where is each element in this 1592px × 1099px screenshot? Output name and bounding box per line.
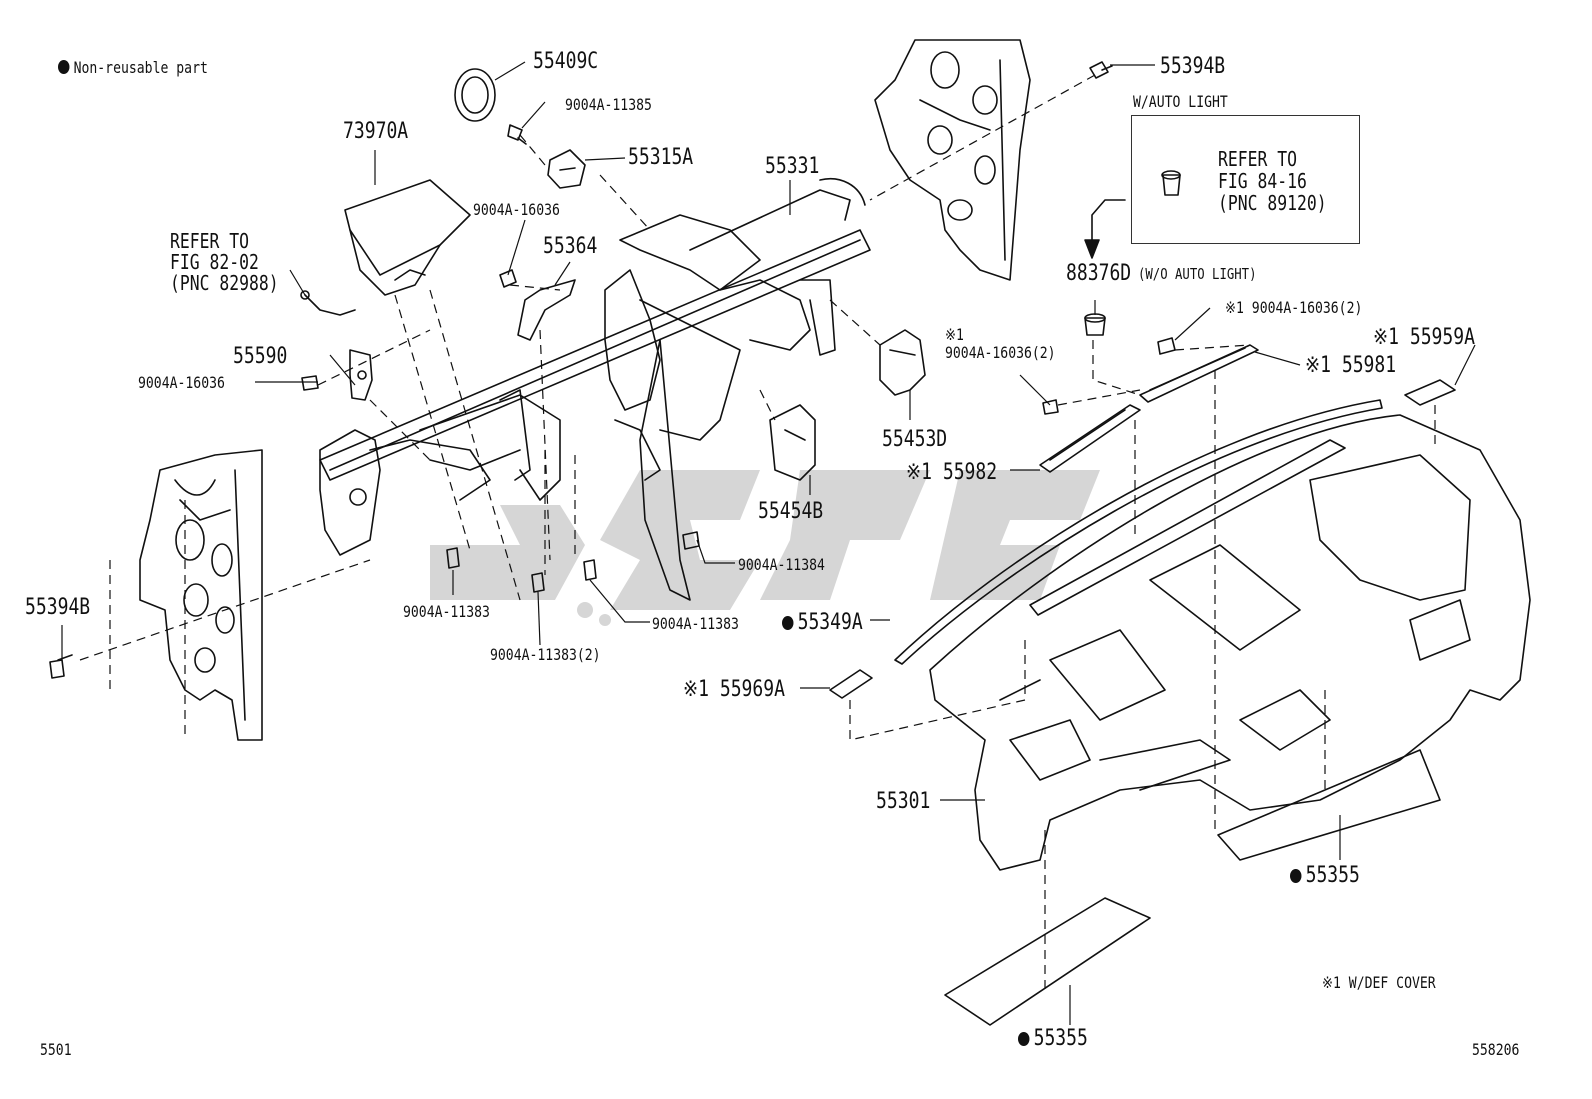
left-body-panel	[139, 449, 263, 741]
part-88376D-shape	[1084, 313, 1106, 336]
part-label-9004A-11383-a[interactable]: 9004A-11383	[403, 602, 490, 621]
wire-harness-clip	[300, 290, 356, 316]
part-label-55331[interactable]: 55331	[765, 154, 820, 179]
auto-light-refer-line3[interactable]: (PNC 89120)	[1218, 191, 1327, 215]
part-label-9004A-16036-2-top[interactable]: ※1 9004A-16036(2)	[1225, 298, 1363, 317]
part-label-55364[interactable]: 55364	[543, 234, 598, 259]
part-55969A-shape	[829, 669, 873, 699]
refer-82-line1[interactable]: REFER TO	[170, 229, 249, 253]
dashed-alignment-lines	[79, 74, 1436, 990]
screw-9004A-11383-a	[446, 547, 460, 569]
part-label-55394B-left[interactable]: 55394B	[25, 595, 91, 620]
refer-82-line3[interactable]: (PNC 82988)	[170, 271, 279, 295]
part-label-55349A[interactable]: 55349A	[782, 611, 863, 635]
watermark-logo	[430, 470, 1100, 626]
part-label-55355-bottom[interactable]: 55355	[1018, 1027, 1088, 1051]
auto-light-sensor-shape	[1161, 170, 1181, 196]
part-55959A-shape	[1404, 379, 1456, 406]
part-label-55454B[interactable]: 55454B	[758, 499, 824, 524]
part-label-55981[interactable]: ※1 55981	[1305, 353, 1397, 378]
footer-left-code: 5501	[40, 1040, 72, 1059]
auto-light-refer-line1[interactable]: REFER TO	[1218, 147, 1297, 171]
auto-light-refer-line2[interactable]: FIG 84-16	[1218, 169, 1307, 193]
auto-light-title: W/AUTO LIGHT	[1133, 92, 1228, 111]
bolt-55394B-top	[1089, 61, 1113, 79]
part-label-9004A-16036-2-mid-mark: ※1	[945, 325, 964, 344]
arrow-to-88376D	[1084, 199, 1126, 259]
screw-9004A-11383-c	[531, 572, 545, 593]
part-label-55315A[interactable]: 55315A	[628, 145, 694, 170]
part-label-55394B-top[interactable]: 55394B	[1160, 54, 1226, 79]
part-label-9004A-16036-b[interactable]: 9004A-16036	[138, 373, 225, 392]
cross-member-55331	[319, 178, 871, 601]
part-55454B-shape	[769, 404, 816, 481]
refer-82-line2[interactable]: FIG 82-02	[170, 250, 259, 274]
auto-light-reference-box	[1131, 115, 1360, 244]
screw-9004A-11385	[507, 124, 527, 145]
right-body-panel	[874, 39, 1031, 281]
part-label-9004A-11385[interactable]: 9004A-11385	[565, 95, 652, 114]
part-label-55301[interactable]: 55301	[876, 789, 931, 814]
part-label-9004A-11383-b[interactable]: 9004A-11383	[652, 614, 739, 633]
part-55982-shape	[1039, 404, 1141, 473]
def-cover-note: ※1 W/DEF COVER	[1322, 973, 1436, 992]
screw-9004A-16036-d	[1157, 337, 1176, 355]
part-label-9004A-16036-2-mid[interactable]: 9004A-16036(2)	[945, 343, 1056, 362]
screw-9004A-16036-c	[1042, 399, 1059, 415]
part-label-55969A[interactable]: ※1 55969A	[683, 677, 786, 702]
legend-non-reusable: Non-reusable part	[58, 58, 208, 77]
part-label-88376D-note: (W/O AUTO LIGHT)	[1138, 265, 1257, 283]
part-label-55590[interactable]: 55590	[233, 344, 288, 369]
part-label-55409C[interactable]: 55409C	[533, 49, 599, 74]
bolt-55394B-left	[49, 654, 73, 679]
part-label-55982[interactable]: ※1 55982	[906, 460, 998, 485]
part-label-55453D[interactable]: 55453D	[882, 427, 948, 452]
screw-9004A-11383-b	[583, 559, 597, 581]
instrument-panel-55301	[929, 414, 1531, 871]
part-55453D-shape	[879, 329, 926, 396]
screw-9004A-16036-b	[301, 375, 319, 391]
part-55355-bottom-shape	[944, 897, 1151, 1026]
part-55349A-shape	[894, 399, 1383, 665]
screw-9004A-16036-a	[499, 269, 517, 288]
part-label-55959A[interactable]: ※1 55959A	[1373, 325, 1476, 350]
part-label-9004A-11384[interactable]: 9004A-11384	[738, 555, 825, 574]
part-label-55355-right[interactable]: 55355	[1290, 864, 1360, 888]
part-73970A-shape	[344, 179, 471, 296]
label-leader-lines	[61, 61, 1476, 1025]
part-55590-shape	[349, 349, 373, 401]
footer-right-code: 558206	[1472, 1040, 1520, 1059]
part-55355-right-shape	[1217, 749, 1441, 861]
part-55315A-shape	[547, 149, 586, 189]
part-label-73970A[interactable]: 73970A	[343, 119, 409, 144]
part-label-88376D[interactable]: 88376D	[1066, 261, 1132, 286]
part-label-9004A-16036-a[interactable]: 9004A-16036	[473, 200, 560, 219]
part-55409C-shape	[454, 68, 496, 122]
part-55981-shape	[1139, 344, 1259, 403]
part-label-9004A-11383-2[interactable]: 9004A-11383(2)	[490, 645, 601, 664]
